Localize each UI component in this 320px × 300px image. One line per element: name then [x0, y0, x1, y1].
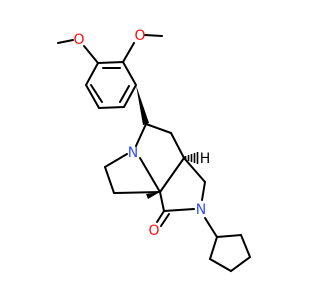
ring-ch2-ch2-bond: [104, 166, 115, 194]
aromatic-ring-bonds: [84, 60, 138, 110]
carbonyl-double-bond-a: [156, 210, 165, 223]
methoxy-o-aryl-bond-right: [122, 42, 135, 63]
ch2-ch-bond: [170, 132, 185, 159]
ring-c-n-bond: [135, 123, 147, 147]
molecule-diagram: O O N H N O: [57, 28, 252, 273]
stereo-wedge-bond: [136, 85, 149, 125]
ring-n-ch2-bond: [104, 153, 128, 168]
quaternary-ch-bond: [159, 157, 185, 193]
hashed-stereo-bond: [184, 152, 199, 164]
carbonyl-double-bond-b: [160, 213, 170, 227]
lactam-nitrogen-label: N: [196, 202, 206, 218]
ch2-n-lactam-bond: [201, 181, 206, 201]
aromatic-double-bond-3: [90, 84, 103, 103]
cyclopentyl-ring: [208, 233, 252, 273]
methyl-bond-top: [57, 39, 74, 44]
ring-ch2-quaternary-bond: [113, 191, 161, 194]
ring-nitrogen-label: N: [128, 145, 138, 161]
bold-stereo-wedge: [146, 192, 160, 199]
bond-skeleton: [57, 34, 252, 273]
methoxy-oxygen-right-label: O: [134, 28, 145, 44]
aromatic-double-bond-2: [119, 85, 130, 103]
methoxy-o-aryl-bond-top: [83, 45, 99, 64]
methyl-bond-right: [144, 34, 163, 37]
ch-ch2-lactam-bond: [183, 157, 206, 183]
methoxy-oxygen-top-label: O: [73, 32, 84, 48]
ring-n-quaternary-bond: [139, 157, 161, 193]
carbonyl-quaternary-bond: [159, 191, 165, 212]
n-cyclopentyl-bond: [204, 217, 218, 238]
c-ch2-bond: [145, 123, 172, 134]
n-carbonyl-bond: [163, 208, 195, 212]
structure-drawing: O O N H N O: [57, 28, 252, 273]
stereo-hydrogen-label: H: [200, 151, 211, 167]
carbonyl-oxygen-label: O: [148, 223, 159, 239]
